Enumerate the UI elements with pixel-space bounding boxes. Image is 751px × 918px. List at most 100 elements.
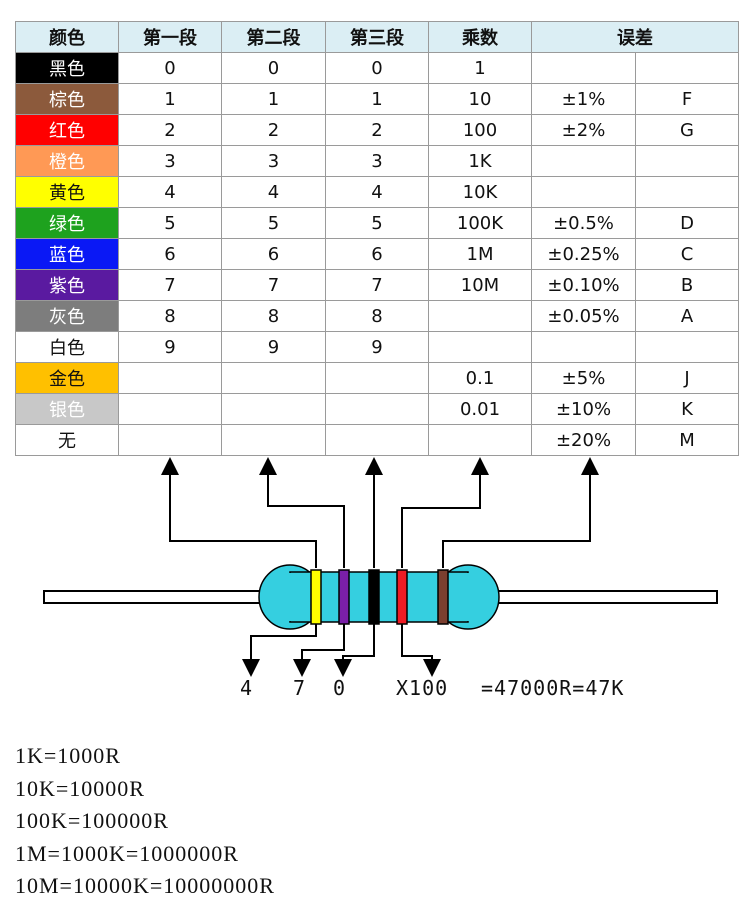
header-tolerance: 误差 bbox=[531, 21, 739, 53]
color-name-cell: 黑色 bbox=[15, 52, 119, 84]
third-band-value: 5 bbox=[325, 207, 429, 239]
arrow-tolerance bbox=[442, 457, 599, 568]
second-band-value: 1 bbox=[221, 83, 326, 115]
tolerance-value: ±0.25% bbox=[531, 238, 636, 270]
arrow-down-second bbox=[293, 624, 345, 677]
example-digit-2: 7 bbox=[293, 676, 307, 700]
third-band-value: 2 bbox=[325, 114, 429, 146]
example-calculation: 4 7 0 X100 =47000R=47K bbox=[230, 676, 690, 706]
tolerance-code bbox=[635, 176, 739, 208]
resistor-lead-right bbox=[484, 590, 718, 604]
band-third bbox=[368, 569, 380, 625]
third-band-value: 7 bbox=[325, 269, 429, 301]
note-line: 1K=1000R bbox=[15, 743, 121, 768]
band-first bbox=[310, 569, 322, 625]
tolerance-code: A bbox=[635, 300, 739, 332]
third-band-value bbox=[325, 424, 429, 456]
tolerance-value bbox=[531, 52, 636, 84]
third-band-value: 4 bbox=[325, 176, 429, 208]
resistor-lead-left bbox=[43, 590, 275, 604]
color-name-cell: 金色 bbox=[15, 362, 119, 394]
band-multiplier bbox=[396, 569, 408, 625]
tolerance-value: ±5% bbox=[531, 362, 636, 394]
first-band-value: 7 bbox=[118, 269, 222, 301]
first-band-value: 2 bbox=[118, 114, 222, 146]
first-band-value: 3 bbox=[118, 145, 222, 177]
note-line: 10M=10000K=10000000R bbox=[15, 873, 275, 898]
example-multiplier: X100 bbox=[396, 676, 449, 700]
tolerance-code: F bbox=[635, 83, 739, 115]
tolerance-value: ±2% bbox=[531, 114, 636, 146]
color-name-cell: 白色 bbox=[15, 331, 119, 363]
color-name-cell: 绿色 bbox=[15, 207, 119, 239]
arrow-down-first bbox=[242, 624, 317, 677]
tolerance-code: K bbox=[635, 393, 739, 425]
tolerance-value bbox=[531, 145, 636, 177]
third-band-value: 8 bbox=[325, 300, 429, 332]
tolerance-value: ±0.5% bbox=[531, 207, 636, 239]
multiplier-value: 1K bbox=[428, 145, 532, 177]
tolerance-code bbox=[635, 331, 739, 363]
note-line: 10K=10000R bbox=[15, 775, 145, 801]
first-band-value: 6 bbox=[118, 238, 222, 270]
first-band-value bbox=[118, 424, 222, 456]
second-band-value bbox=[221, 424, 326, 456]
table-row: 无±20%M bbox=[15, 424, 739, 456]
note-line: 100K=100000R bbox=[15, 808, 169, 833]
second-band-value: 2 bbox=[221, 114, 326, 146]
example-result: =47000R=47K bbox=[481, 676, 625, 700]
color-name-cell: 橙色 bbox=[15, 145, 119, 177]
second-band-value bbox=[221, 393, 326, 425]
example-digit-3: 0 bbox=[333, 676, 347, 700]
arrow-first-band bbox=[161, 457, 317, 568]
arrow-down-third bbox=[334, 624, 375, 677]
band-to-table-arrows bbox=[161, 457, 599, 568]
third-band-value: 6 bbox=[325, 238, 429, 270]
tolerance-code: C bbox=[635, 238, 739, 270]
tolerance-value: ±0.10% bbox=[531, 269, 636, 301]
multiplier-value: 10M bbox=[428, 269, 532, 301]
tolerance-value: ±20% bbox=[531, 424, 636, 456]
color-name-cell: 蓝色 bbox=[15, 238, 119, 270]
band-tolerance bbox=[437, 569, 449, 625]
third-band-value bbox=[325, 393, 429, 425]
header-multiplier: 乘数 bbox=[428, 21, 532, 53]
multiplier-value: 1M bbox=[428, 238, 532, 270]
multiplier-value: 10 bbox=[428, 83, 532, 115]
arrow-down-multiplier bbox=[401, 624, 441, 677]
unit-conversion-notes: 1K=1000R 10K=10000R 100K=100000R 1M=1000… bbox=[15, 740, 275, 903]
band-to-value-arrows bbox=[242, 624, 441, 677]
color-name-cell: 无 bbox=[15, 424, 119, 456]
band-second bbox=[338, 569, 350, 625]
color-name-cell: 黄色 bbox=[15, 176, 119, 208]
arrow-second-band bbox=[259, 457, 345, 568]
arrow-multiplier bbox=[401, 457, 489, 568]
tolerance-code: D bbox=[635, 207, 739, 239]
example-digit-1: 4 bbox=[240, 676, 254, 700]
multiplier-value bbox=[428, 424, 532, 456]
note-line: 1M=1000K=1000000R bbox=[15, 840, 239, 866]
header-third-band: 第三段 bbox=[325, 21, 429, 53]
tolerance-value bbox=[531, 176, 636, 208]
first-band-value: 4 bbox=[118, 176, 222, 208]
first-band-value bbox=[118, 362, 222, 394]
color-name-cell: 灰色 bbox=[15, 300, 119, 332]
color-name-cell: 棕色 bbox=[15, 83, 119, 115]
color-name-cell: 紫色 bbox=[15, 269, 119, 301]
header-color: 颜色 bbox=[15, 21, 119, 53]
table-header-row: 颜色 第一段 第二段 第三段 乘数 误差 bbox=[15, 21, 739, 53]
multiplier-value: 0.1 bbox=[428, 362, 532, 394]
